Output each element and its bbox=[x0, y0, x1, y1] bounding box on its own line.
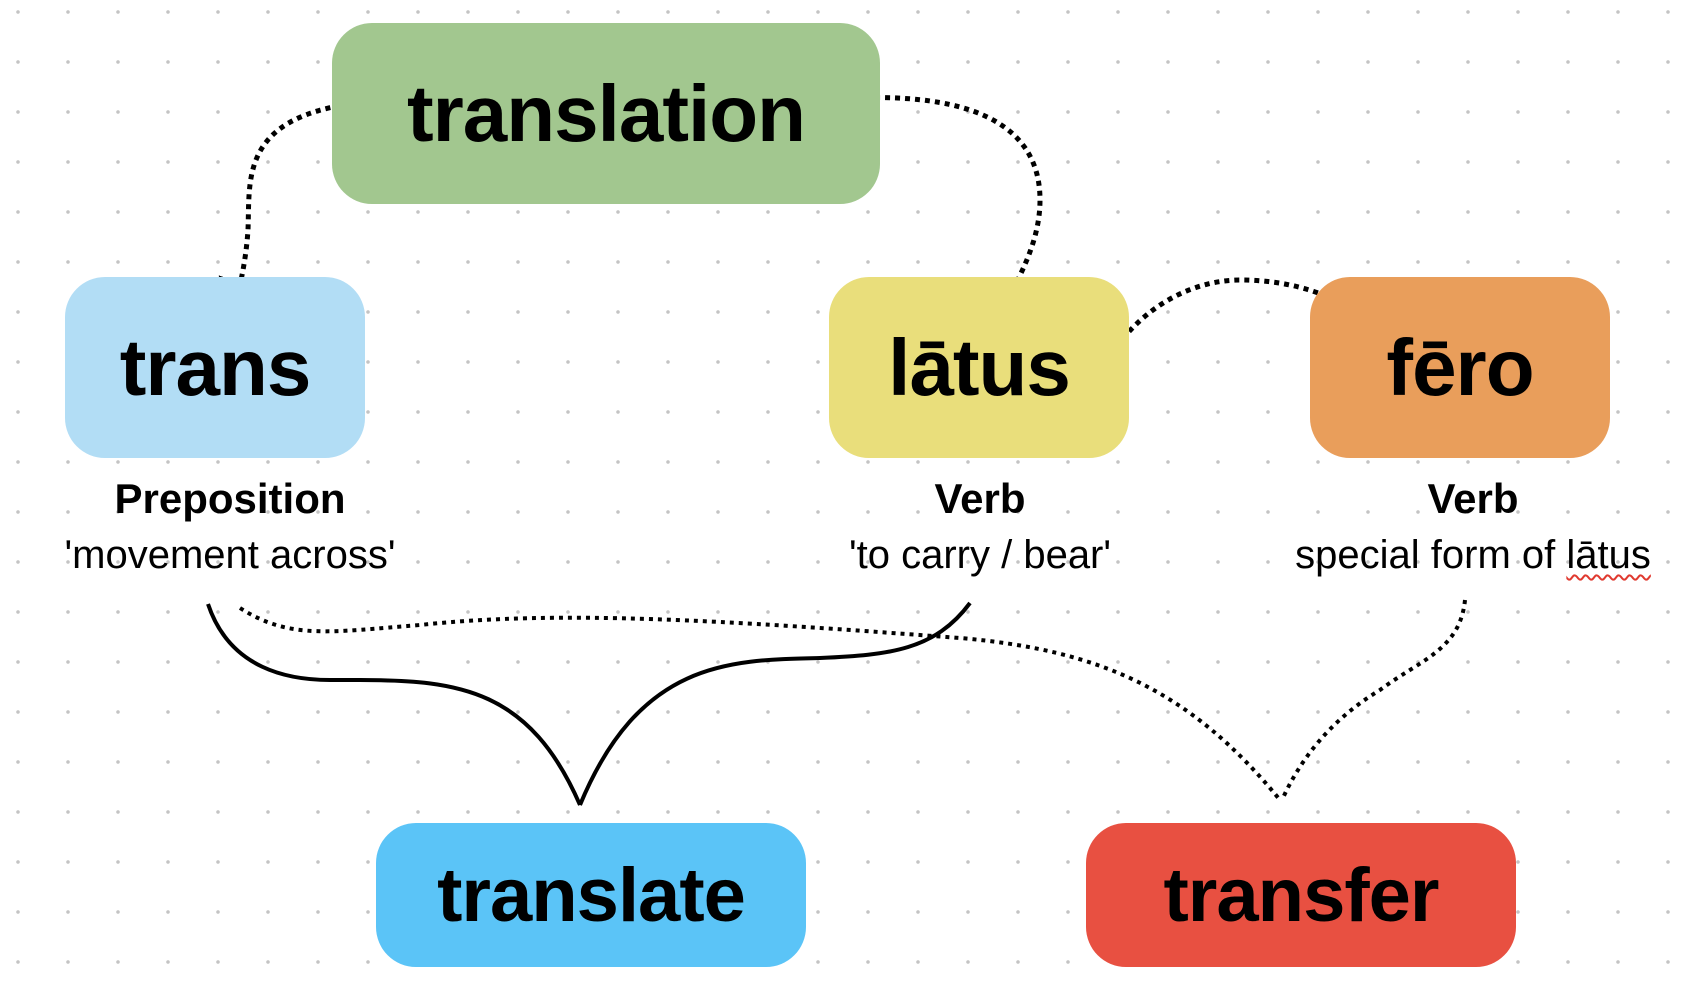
node-transfer[interactable]: transfer bbox=[1086, 823, 1516, 967]
edge-trans-transfer bbox=[238, 606, 1282, 802]
part-of-speech: Verb bbox=[1427, 475, 1519, 522]
node-fero[interactable]: fēro bbox=[1310, 277, 1610, 458]
part-of-speech: Verb bbox=[934, 475, 1026, 522]
edge-fero-transfer bbox=[1280, 599, 1467, 801]
node-label: trans bbox=[119, 322, 312, 412]
node-latus[interactable]: lātus bbox=[829, 277, 1129, 458]
edge-trans-translate bbox=[206, 603, 582, 806]
gloss: 'movement across' bbox=[64, 533, 396, 577]
node-label: translation bbox=[407, 68, 806, 158]
caption-trans: Preposition 'movement across' bbox=[0, 471, 460, 583]
part-of-speech: Preposition bbox=[114, 475, 346, 522]
caption-latus: Verb 'to carry / bear' bbox=[760, 471, 1200, 583]
edge-latus-translate bbox=[578, 601, 972, 806]
spellcheck-flagged-word[interactable]: lātus bbox=[1566, 533, 1651, 577]
node-label: transfer bbox=[1163, 852, 1440, 938]
gloss-prefix: special form of bbox=[1295, 533, 1567, 577]
node-label: lātus bbox=[888, 322, 1071, 412]
caption-fero: Verb special form of lātus bbox=[1250, 471, 1696, 583]
node-label: fēro bbox=[1386, 322, 1534, 412]
node-translation[interactable]: translation bbox=[332, 23, 880, 204]
gloss: 'to carry / bear' bbox=[848, 533, 1112, 577]
node-trans[interactable]: trans bbox=[65, 277, 365, 458]
node-translate[interactable]: translate bbox=[376, 823, 806, 967]
gloss: special form of lātus bbox=[1250, 527, 1696, 583]
node-label: translate bbox=[437, 852, 746, 938]
